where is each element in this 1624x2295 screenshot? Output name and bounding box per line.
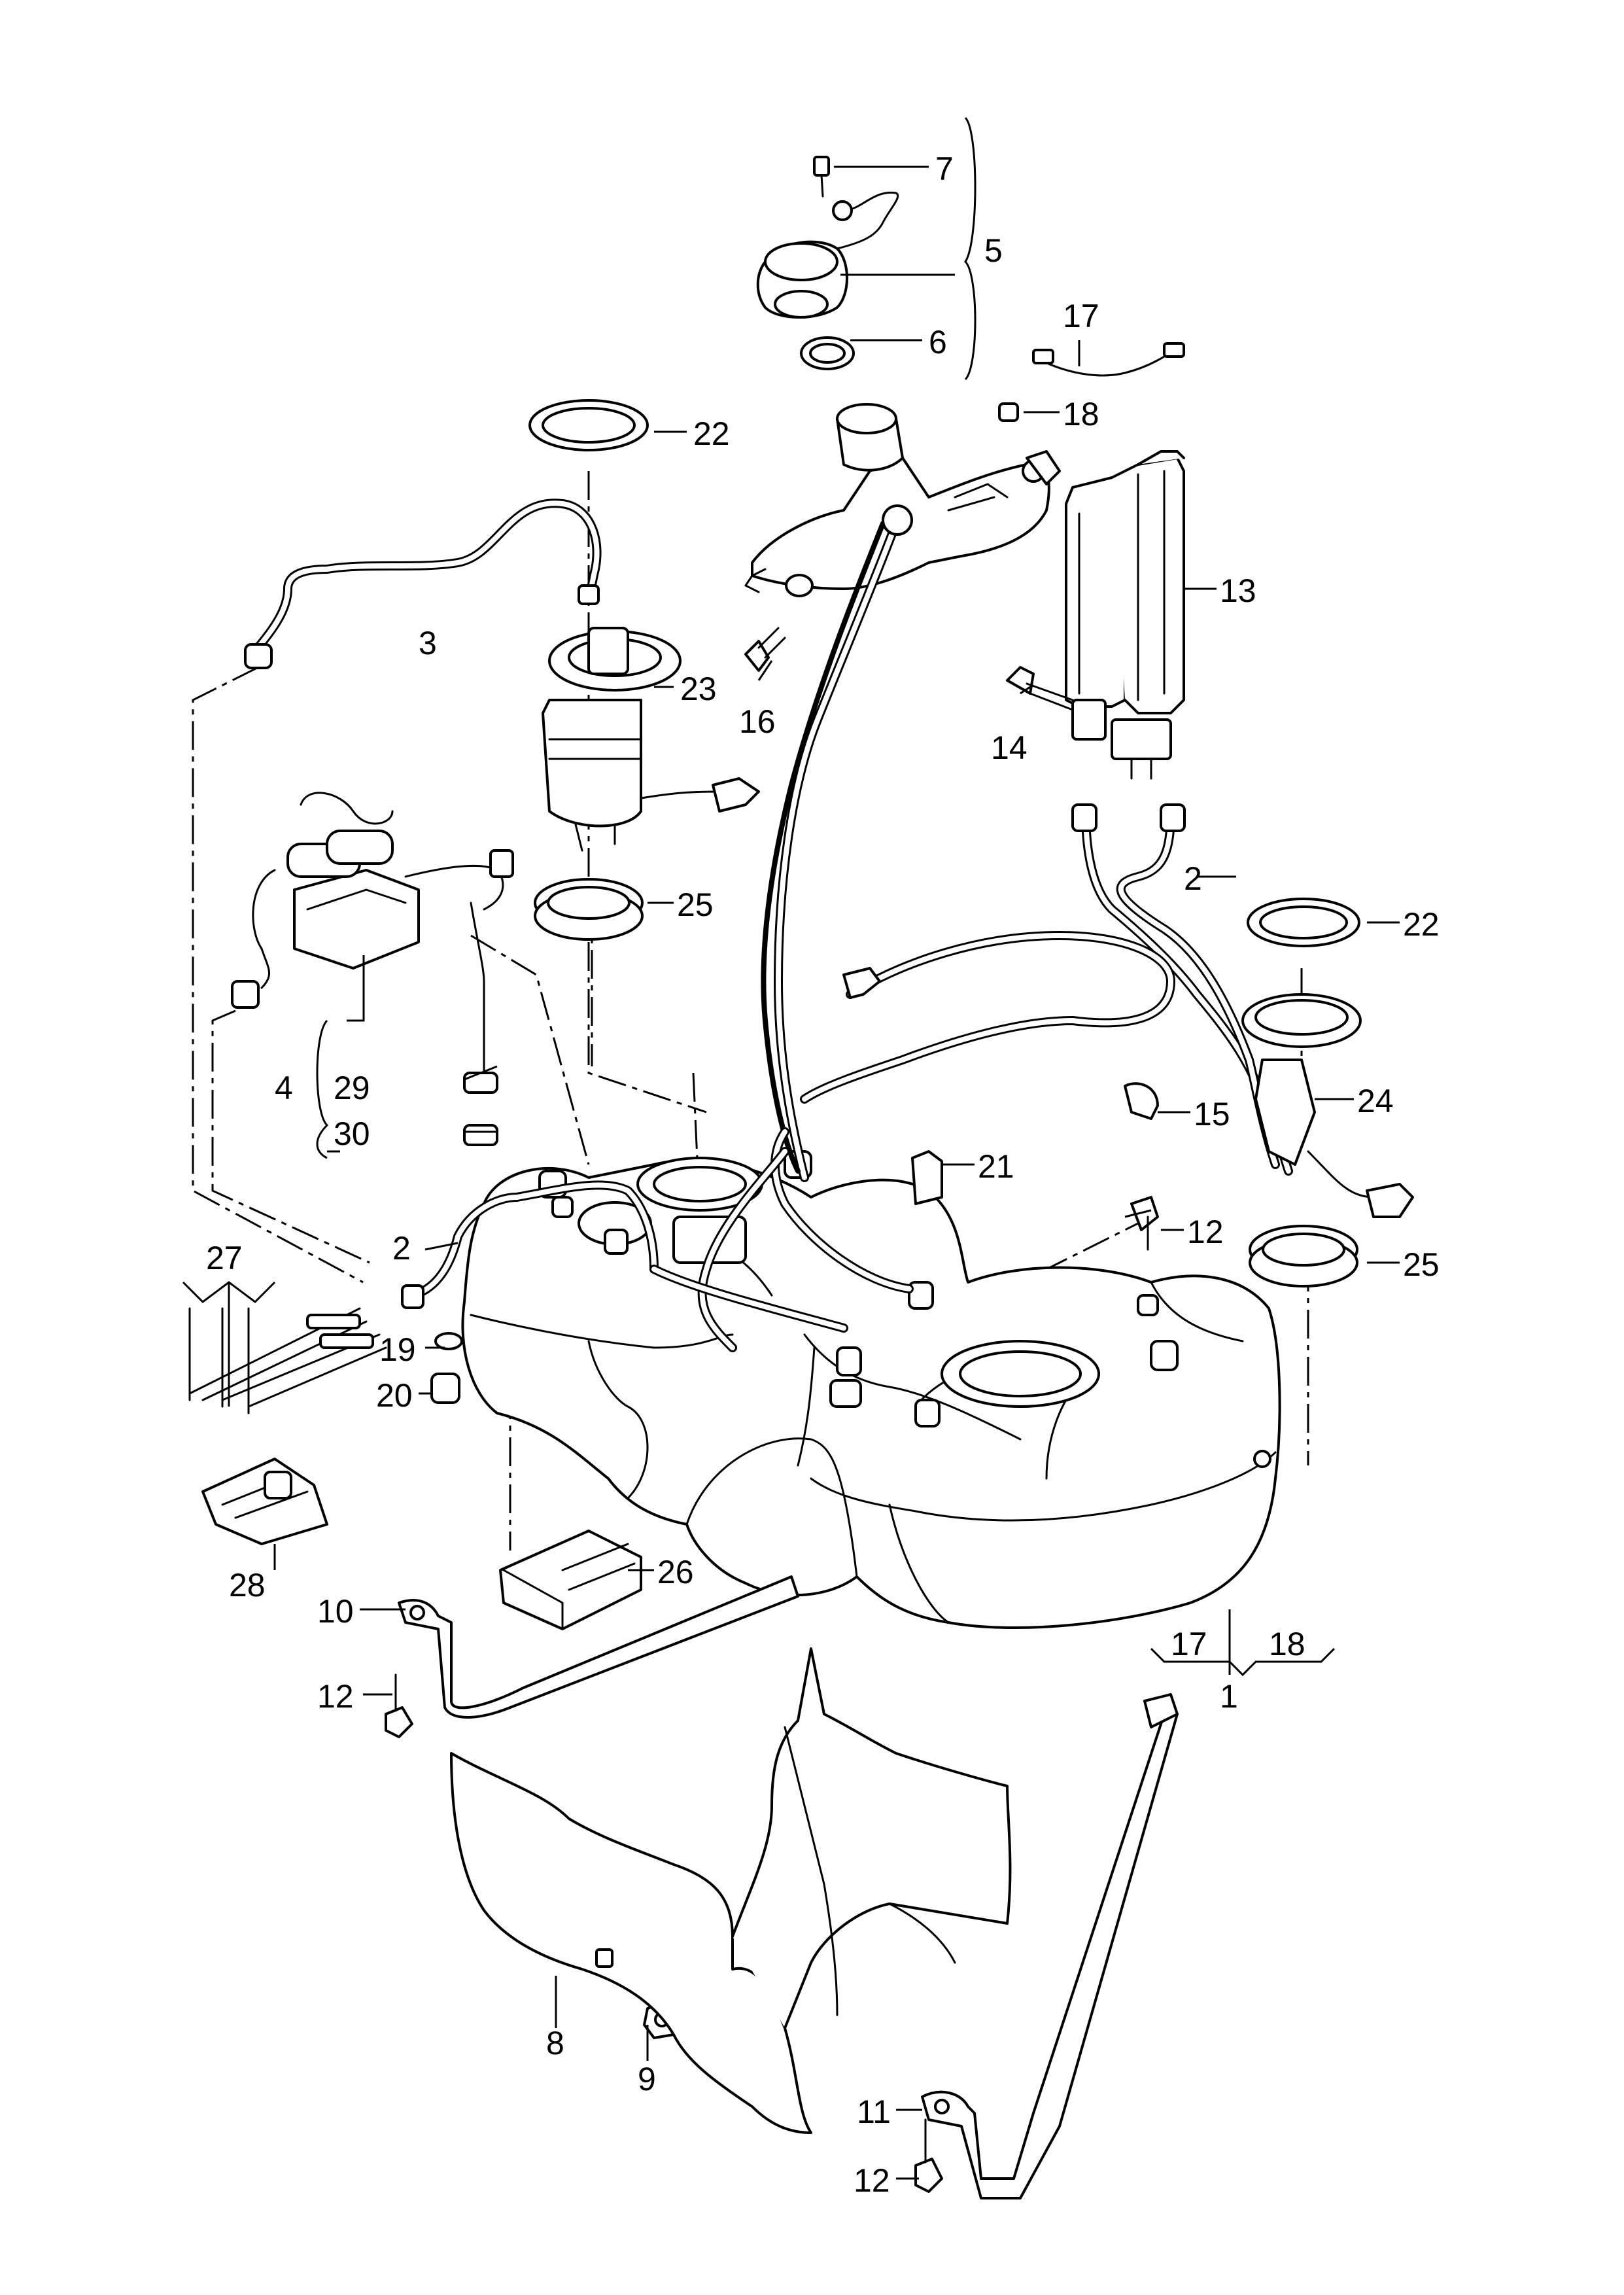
callout-11: 11 (857, 2094, 891, 2130)
callout-16: 16 (739, 703, 776, 740)
callout-14: 14 (991, 729, 1028, 766)
callout-5: 5 (984, 232, 1003, 269)
callout-30: 30 (334, 1115, 370, 1152)
callout-12-left: 12 (317, 1678, 354, 1715)
callout-25-right: 25 (1403, 1246, 1440, 1283)
callout-1: 1 (1220, 1678, 1238, 1715)
callout-22-right: 22 (1403, 906, 1440, 943)
fuel-gauge-sender (1124, 993, 1414, 1218)
callout-19: 19 (379, 1331, 416, 1368)
callout-28: 28 (229, 1567, 266, 1603)
callout-22-left: 22 (693, 415, 730, 452)
callout-26: 26 (657, 1554, 694, 1590)
heat-shield (450, 1647, 1012, 2134)
fuel-line-3 (244, 499, 602, 669)
callout-17: 17 (1063, 298, 1099, 334)
callout-12-tank: 12 (1187, 1214, 1224, 1250)
callout-18: 18 (1063, 396, 1099, 432)
callout-numbers: 7 5 6 17 18 13 14 16 22 3 23 25 2 22 24 … (206, 150, 1440, 2199)
callout-8: 8 (546, 2025, 564, 2061)
fuel-delivery-unit (542, 627, 760, 852)
callout-25-left: 25 (677, 886, 714, 923)
callout-2-right: 2 (1184, 860, 1202, 897)
fuel-filter-assembly (231, 792, 514, 1159)
charcoal-canister (1065, 450, 1185, 780)
connector-module (499, 1530, 642, 1630)
callout-15: 15 (1194, 1096, 1230, 1132)
callout-4: 4 (275, 1070, 293, 1106)
callout-10: 10 (317, 1593, 354, 1630)
fuel-cap-assembly (756, 116, 976, 381)
callout-20: 20 (376, 1377, 413, 1414)
callout-2-left: 2 (392, 1230, 411, 1267)
wiring-connectors (188, 1307, 387, 1545)
seals-and-rings (528, 399, 1360, 1288)
fasteners (385, 342, 1185, 2199)
callout-27: 27 (206, 1240, 243, 1276)
vent-hoses (401, 803, 1293, 1352)
callout-13: 13 (1220, 572, 1256, 609)
callout-9: 9 (638, 2061, 656, 2097)
callout-7: 7 (935, 150, 954, 187)
leader-lines (182, 166, 1400, 2180)
callout-17-bottom: 17 (1171, 1626, 1207, 1662)
callout-21: 21 (978, 1148, 1014, 1185)
callout-23: 23 (680, 671, 717, 707)
callout-12-bottom: 12 (854, 2162, 890, 2199)
callout-3: 3 (419, 625, 437, 661)
callout-18-bottom: 18 (1269, 1626, 1305, 1662)
callout-29: 29 (334, 1070, 370, 1106)
filler-neck (744, 403, 1061, 1182)
callout-24: 24 (1357, 1083, 1394, 1119)
callout-6: 6 (929, 324, 947, 360)
